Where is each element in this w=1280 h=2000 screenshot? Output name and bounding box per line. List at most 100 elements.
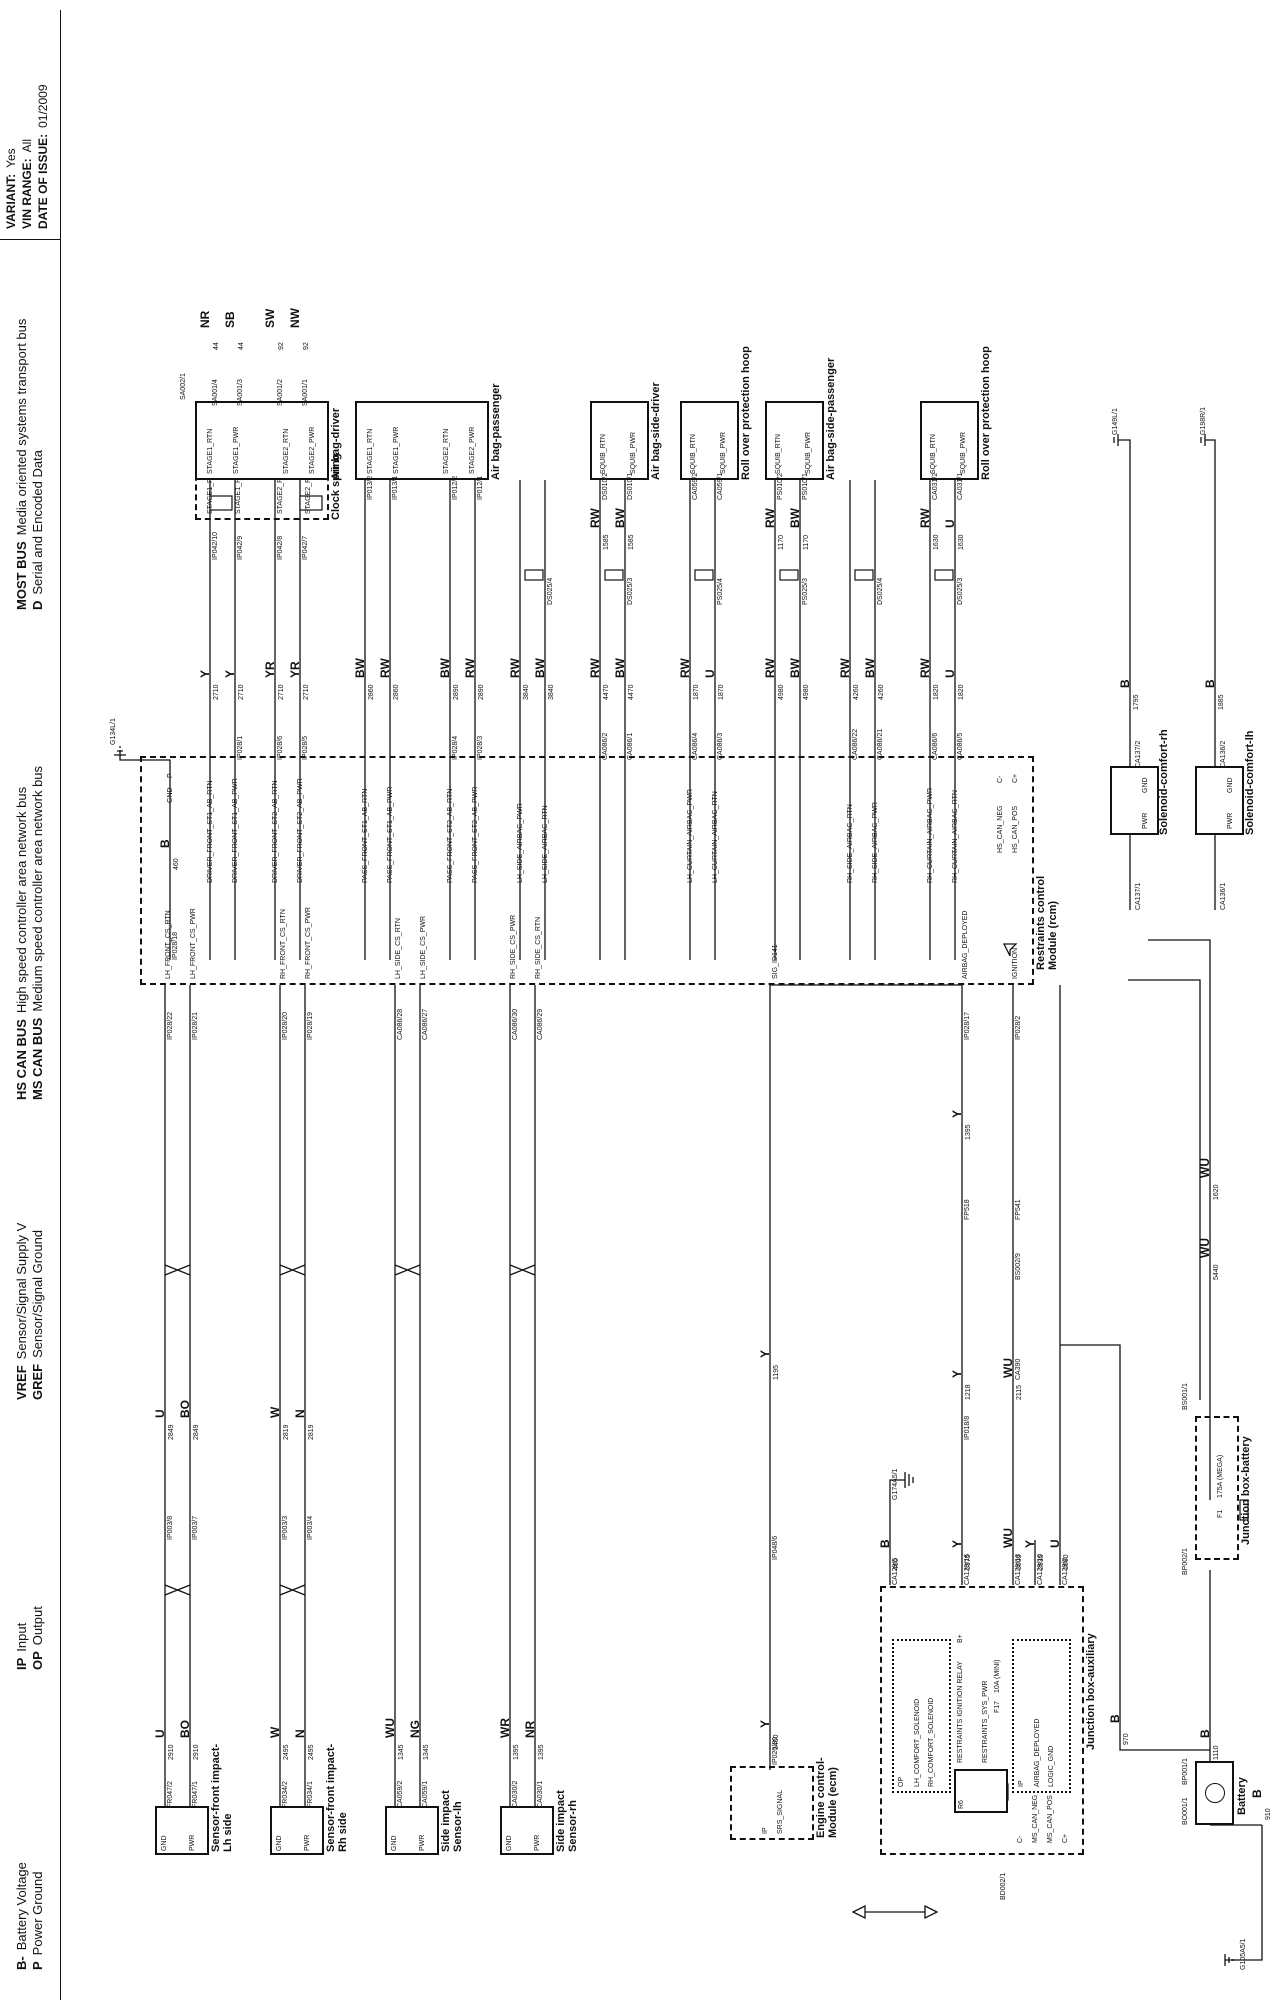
wire-colour: NR	[523, 1720, 537, 1738]
conn-label: FR047/1	[192, 1781, 199, 1808]
wire-number: 2935	[1038, 1554, 1045, 1570]
wire-number: 1820	[933, 684, 940, 700]
wire-number: 460	[893, 1558, 900, 1570]
conn-label: DS025/3	[627, 577, 634, 605]
ab-side-drv-title: Air bag-side-driver	[650, 382, 662, 480]
wire-number: 5440	[1213, 1264, 1220, 1280]
conn-label: G174A5/1	[892, 1468, 899, 1500]
conn-label: IP003/3	[282, 1515, 289, 1540]
conn-label: CA086/22	[852, 728, 859, 760]
junction-box-battery[interactable]: F1 175A (MEGA)	[1195, 1416, 1239, 1560]
wire-colour: WU	[1198, 1238, 1212, 1258]
wire-colour: U	[1048, 1539, 1062, 1548]
conn-label: BP002/1	[1182, 1548, 1189, 1575]
conn-label: CA086/2	[602, 732, 609, 760]
conn-label: IP028/1	[237, 735, 244, 760]
conn-label: BS002/9	[1015, 1253, 1022, 1280]
wire-colour: RW	[588, 658, 602, 678]
conn-label: CA086/1	[627, 732, 634, 760]
conn-label: BD002/1	[1000, 1872, 1007, 1900]
wire-number: 2860	[368, 684, 375, 700]
wire-colour: NR	[198, 310, 212, 328]
solenoid-comfort-rh[interactable]: PWR GND	[1110, 766, 1159, 835]
wire-colour: BW	[788, 508, 802, 528]
conn-label: CA086/27	[422, 1008, 429, 1040]
wire-colour: U	[943, 519, 957, 528]
wire-number: 2890	[478, 684, 485, 700]
wire-number: 2710	[238, 684, 245, 700]
twist-bo-u	[164, 1264, 191, 1596]
front-rh-title: Sensor-front impact- Rh side	[325, 1743, 349, 1852]
air-bag-passenger[interactable]: STAGE2_PWR STAGE2_RTN STAGE1_PWR STAGE1_…	[355, 401, 489, 480]
side-rh-title: Side impact Sensor-rh	[555, 1790, 579, 1852]
conn-label: DS025/3	[957, 577, 964, 605]
wire-1660-ext	[1148, 939, 1211, 1400]
wire-colour: NW	[288, 308, 302, 328]
conn-label: CA086/29	[537, 1008, 544, 1040]
wire-number: 1885	[1218, 694, 1225, 710]
fuse-symbols	[209, 495, 1249, 1801]
conn-label: CA390	[1015, 1358, 1022, 1380]
conn-label: FR034/2	[282, 1781, 289, 1808]
wire-colour: YR	[263, 661, 277, 678]
ab-drv-title: Air bag-driver	[330, 407, 342, 480]
air-bag-side-passenger[interactable]: SQUIB_PWR SQUIB_RTN	[765, 401, 824, 480]
wire-number: 2890	[453, 684, 460, 700]
side-impact-sensor-rh[interactable]: PWR GND	[500, 1806, 554, 1855]
jba-title: Junction box-auxiliary	[1085, 1633, 1097, 1750]
wire-number: 92	[303, 342, 310, 350]
wire-number: 1395	[965, 1124, 972, 1140]
wire-colour: U	[153, 1729, 167, 1738]
wire-number: 1170	[803, 534, 810, 550]
wire-number: 1218	[965, 1384, 972, 1400]
wire-colour: W	[268, 1406, 282, 1418]
wire-number: 2710	[213, 684, 220, 700]
wire-colour: YR	[288, 661, 302, 678]
wire-number: 1585	[628, 534, 635, 550]
wire-colour: BW	[863, 658, 877, 678]
wire-number: 4470	[603, 684, 610, 700]
front-impact-sensor-rh[interactable]: PWR GND	[270, 1806, 324, 1855]
roll-over-hoop-lh[interactable]: SQUIB_PWR SQUIB_RTN	[680, 401, 739, 480]
wire-colour: WR	[498, 1718, 512, 1738]
wire-number: 1395	[538, 1744, 545, 1760]
ecm-title: Engine control- Module (ecm)	[815, 1757, 839, 1838]
wire-colour: NG	[408, 1720, 422, 1738]
wire-colour: RW	[763, 508, 777, 528]
wire-number: 1170	[778, 534, 785, 550]
engine-control-module[interactable]: IP SRS_SIGNAL	[730, 1766, 814, 1840]
rop-rh-title: Roll over protection hoop	[980, 346, 992, 480]
wire-2935-ext	[1128, 979, 1201, 1400]
battery[interactable]	[1195, 1761, 1234, 1825]
conn-label: CA086/6	[932, 732, 939, 760]
side-impact-sensor-lh[interactable]: PWR GND	[385, 1806, 439, 1855]
solenoid-comfort-lh[interactable]: PWR GND	[1195, 766, 1244, 835]
conn-label: PS025/4	[717, 578, 724, 605]
wire-colour: RW	[678, 658, 692, 678]
wire-number: 2710	[278, 684, 285, 700]
junction-box-auxiliary[interactable]: OP LH_COMFORT_SOLENOID RH_COMFORT_SOLENO…	[880, 1586, 1084, 1855]
wire-number: 1820	[958, 684, 965, 700]
restraints-control-module[interactable]: IGNITION AIRBAG_DEPLOYED SIG_ID141 RH_SI…	[140, 756, 1034, 985]
restraints-relay[interactable]: R6	[954, 1769, 1008, 1813]
wire-colour: B	[1108, 1714, 1122, 1723]
conn-label: IP028/6	[277, 735, 284, 760]
wire-colour: BW	[613, 658, 627, 678]
rcm-title: Restraints control Module (rcm)	[1035, 875, 1059, 970]
front-impact-sensor-lh[interactable]: PWR GND	[155, 1806, 209, 1855]
wire-colour: WU	[1198, 1158, 1212, 1178]
air-bag-side-driver[interactable]: SQUIB_PWR SQUIB_RTN	[590, 401, 649, 480]
wire-colour: N	[293, 1409, 307, 1418]
conn-label: IP013/2	[367, 475, 374, 500]
wire-number: 2910	[168, 1744, 175, 1760]
wire-number: 3840	[523, 684, 530, 700]
wire-1795	[1118, 439, 1131, 770]
air-bag-driver[interactable]: STAGE2_PWR STAGE2_RTN STAGE1_PWR STAGE1_…	[195, 401, 329, 480]
roll-over-hoop-rh[interactable]: SQUIB_PWR SQUIB_RTN	[920, 401, 979, 480]
conn-label: IP012/1	[477, 475, 484, 500]
conn-label: CA086/30	[512, 1008, 519, 1040]
conn-label: IP028/18	[172, 931, 179, 960]
side-lh-title: Side impact Sensor-lh	[440, 1790, 464, 1852]
conn-label: CA031/1	[957, 472, 964, 500]
